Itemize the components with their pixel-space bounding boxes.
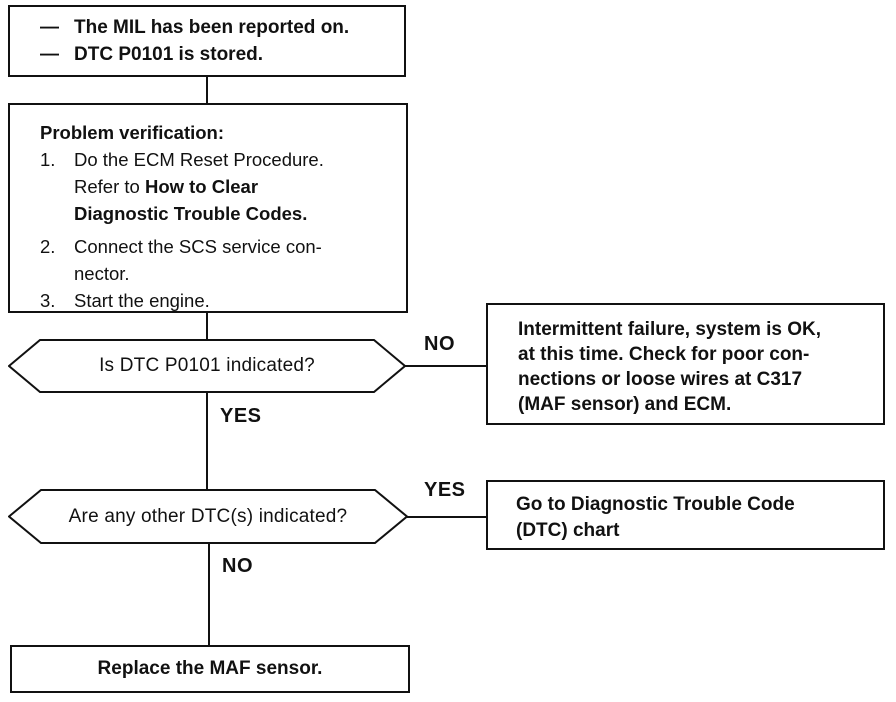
step2-line1: Connect the SCS service con-	[74, 236, 322, 257]
problem-box-title: Problem verification:	[40, 122, 225, 143]
end-box-text: Replace the MAF sensor.	[97, 658, 323, 679]
start-condition-text: DTC P0101 is stored.	[74, 44, 264, 65]
step1-refer-prefix: Refer to	[74, 176, 145, 197]
branch-line-yes	[407, 516, 486, 518]
result-line: nections or loose wires at C317	[518, 369, 803, 390]
dash-bullet: —	[40, 44, 59, 65]
start-conditions-box: — The MIL has been reported on. — DTC P0…	[8, 5, 406, 77]
result-line: Go to Diagnostic Trouble Code	[516, 494, 795, 515]
decision2-no-label: NO	[222, 555, 253, 577]
step3-line1: Start the engine.	[74, 290, 210, 311]
step-number: 2.	[40, 236, 56, 257]
result-line: (DTC) chart	[516, 520, 620, 541]
replace-maf-sensor-box: Replace the MAF sensor.	[10, 645, 410, 693]
go-to-dtc-chart-box: Go to Diagnostic Trouble Code (DTC) char…	[486, 480, 885, 550]
connector-line	[206, 77, 208, 103]
branch-line-no	[405, 365, 486, 367]
procedure-step-3: 3. Start the engine.	[40, 287, 398, 314]
start-condition-text: The MIL has been reported on.	[74, 17, 350, 38]
procedure-step-1: 1. Do the ECM Reset Procedure. Refer to …	[40, 146, 398, 227]
connector-line	[206, 392, 208, 490]
step1-refer-bold1: How to Clear	[144, 176, 259, 197]
step-number: 3.	[40, 290, 56, 311]
step1-line1: Do the ECM Reset Procedure.	[74, 149, 324, 170]
decision2-question: Are any other DTC(s) indicated?	[68, 505, 348, 527]
decision1-hexagon: Is DTC P0101 indicated?	[8, 339, 406, 393]
step1-refer-bold2: Diagnostic Trouble Codes.	[74, 203, 308, 224]
decision1-no-label: NO	[424, 333, 455, 355]
result-line: Intermittent failure, system is OK,	[518, 319, 822, 340]
step-text: Connect the SCS service con- nector.	[74, 233, 322, 287]
step-text: Start the engine.	[74, 287, 210, 314]
procedure-step-2: 2. Connect the SCS service con- nector.	[40, 233, 398, 287]
step-text: Do the ECM Reset Procedure. Refer to How…	[74, 146, 324, 227]
result-line: (MAF sensor) and ECM.	[518, 394, 732, 415]
start-condition-line: — DTC P0101 is stored.	[40, 41, 404, 68]
decision2-yes-label: YES	[424, 479, 466, 501]
decision1-yes-label: YES	[220, 405, 262, 427]
intermittent-failure-box: Intermittent failure, system is OK, at t…	[486, 303, 885, 425]
decision2-hexagon: Are any other DTC(s) indicated?	[8, 489, 408, 544]
connector-line	[206, 313, 208, 340]
connector-line	[208, 544, 210, 645]
result-line: at this time. Check for poor con-	[518, 344, 810, 365]
decision1-question: Is DTC P0101 indicated?	[99, 355, 315, 376]
dash-bullet: —	[40, 17, 59, 38]
step-number: 1.	[40, 149, 56, 170]
step2-line2: nector.	[74, 263, 130, 284]
problem-verification-box: Problem verification: 1. Do the ECM Rese…	[8, 103, 408, 313]
start-condition-line: — The MIL has been reported on.	[40, 14, 404, 41]
